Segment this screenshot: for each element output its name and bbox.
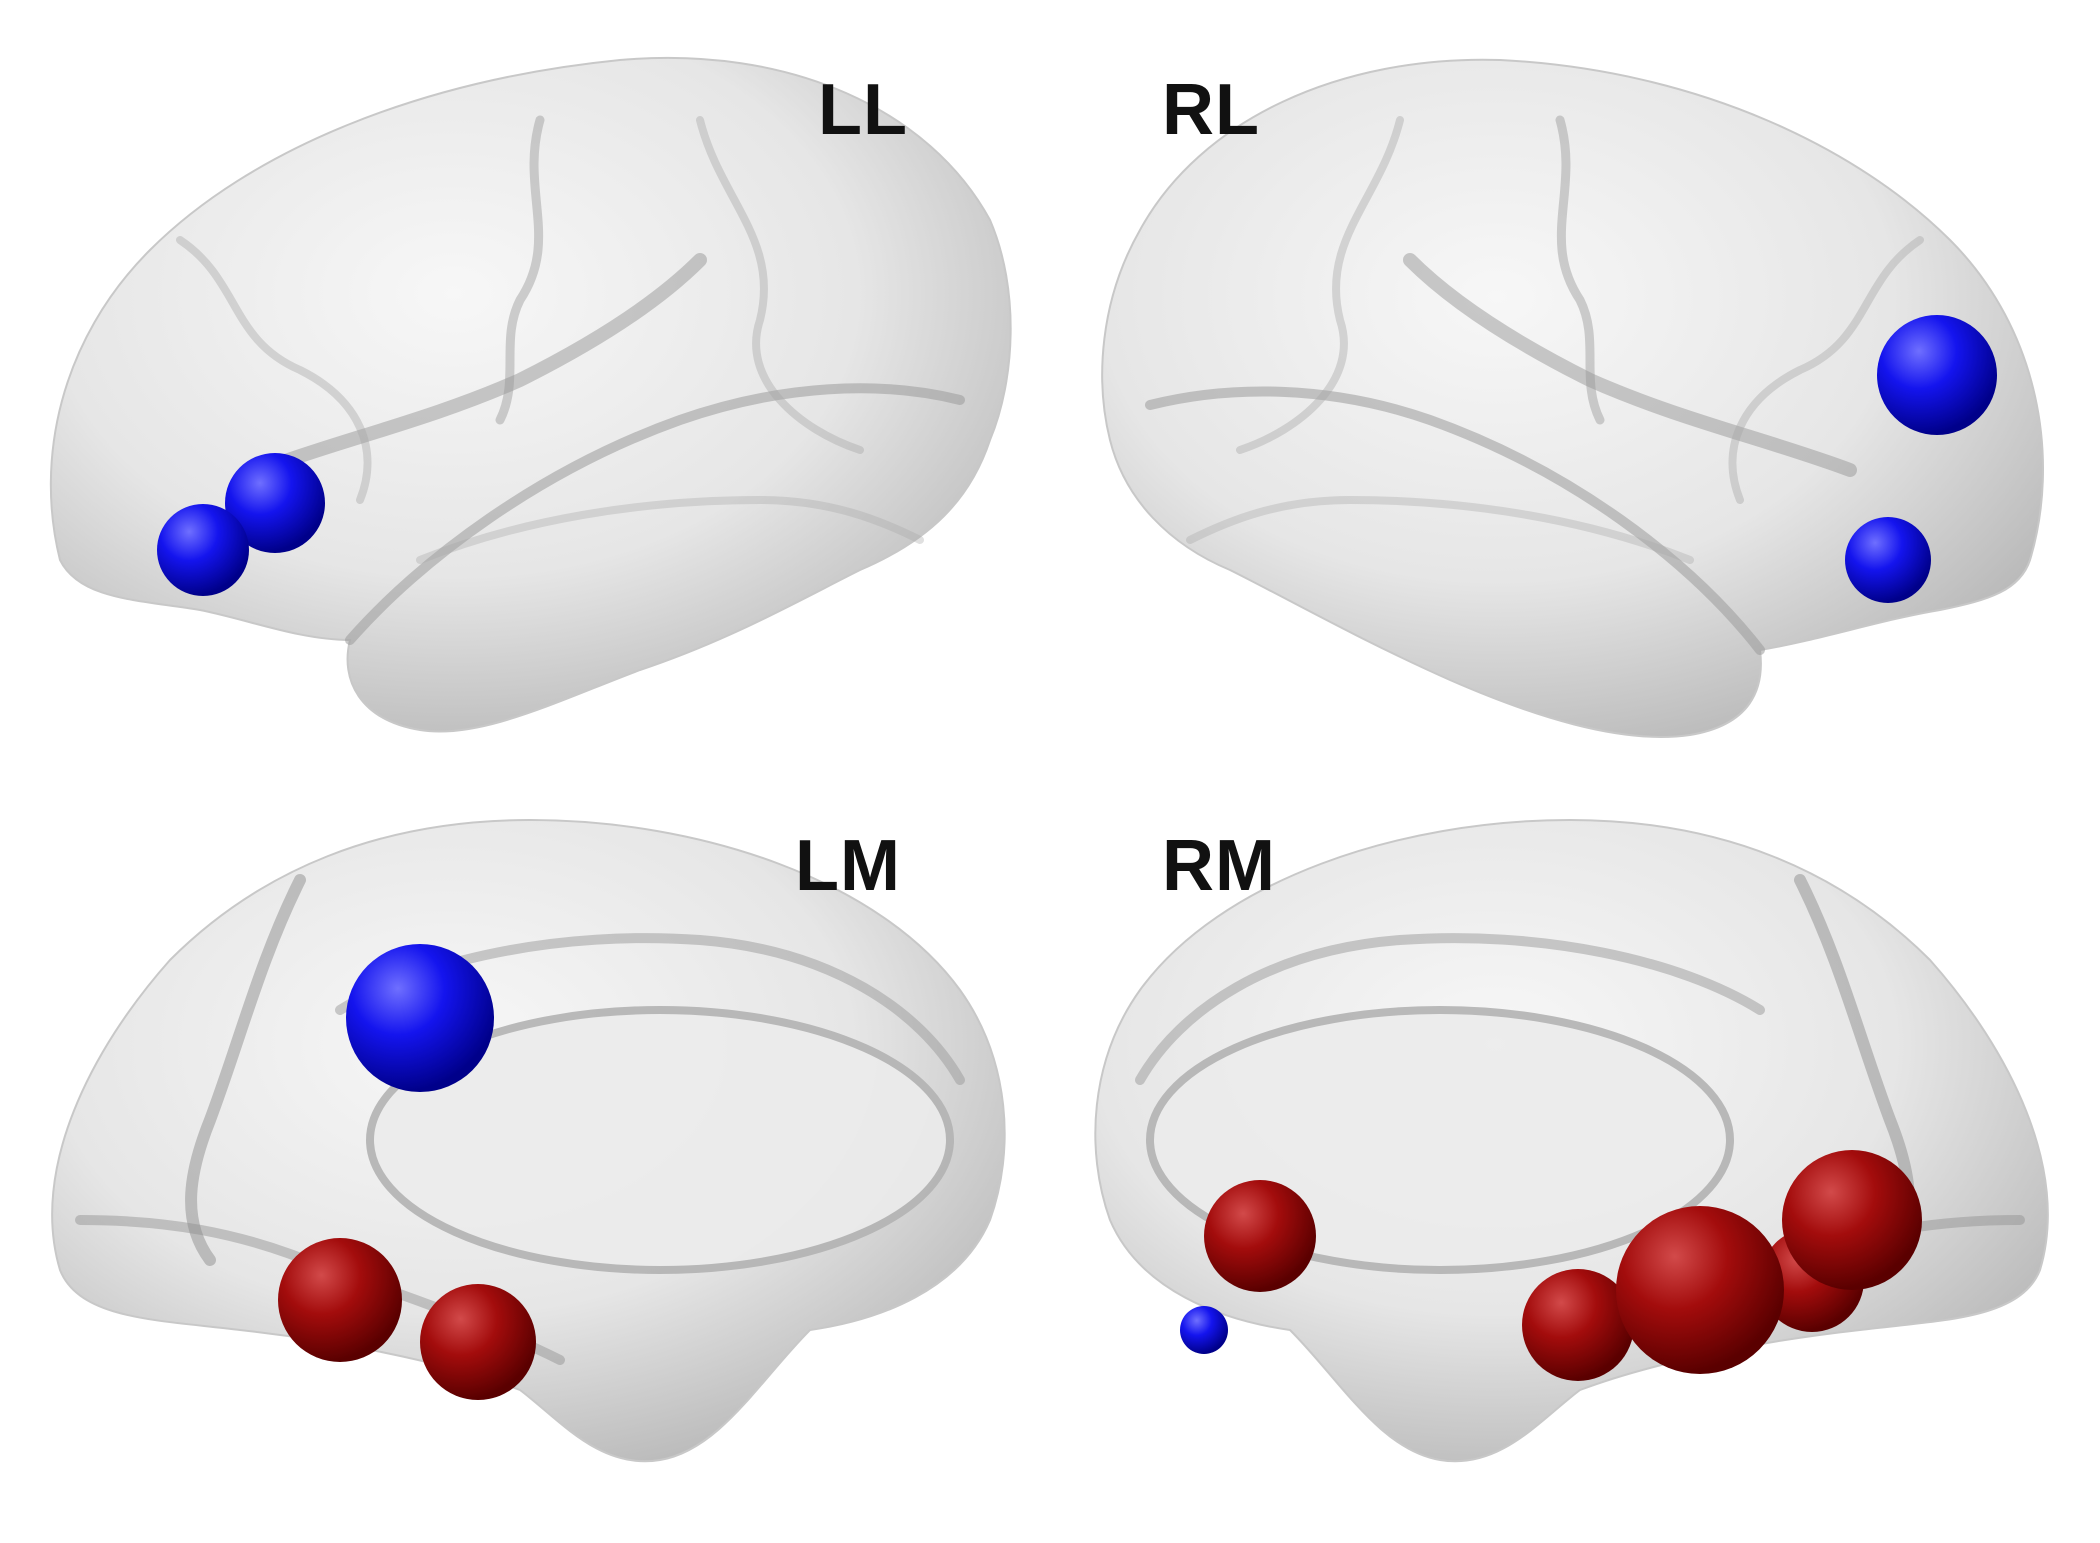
node-blue-rl-1 [1877,315,1997,435]
sylvian-fissure-left [253,253,707,477]
gyrus-line-right-1 [1728,236,1924,504]
gyrus-line-left-2 [696,116,864,454]
temporal-lobe-left [345,383,965,645]
node-red-rm-5 [1782,1150,1922,1290]
central-sulcus-right [1555,115,1605,425]
view-label-lm: LM [795,826,901,906]
temporal-lobe-right [1145,386,1765,655]
node-blue-ll-1 [225,453,325,553]
node-red-rm-1 [1204,1180,1316,1292]
node-red-rm-2 [1522,1269,1634,1381]
parieto-occipital-sulcus-left [185,874,306,1266]
brain-left-medial [51,818,1006,1463]
cingulate-sulcus-right [1135,933,1765,1085]
gyrus-line-right-3 [1186,495,1694,564]
brain-left-lateral [49,56,1012,733]
node-blue-rl-2 [1845,517,1931,603]
view-label-rm: RM [1162,826,1276,906]
node-red-lm-1 [278,1238,402,1362]
view-label-rl: RL [1162,70,1260,150]
corpus-callosum-left [366,1006,954,1274]
sylvian-fissure-right [1403,253,1857,477]
gyrus-line-left-1 [176,236,372,504]
node-blue-rm-1 [1180,1306,1228,1354]
node-blue-ll-2 [157,504,249,596]
node-blue-lm-1 [346,944,494,1092]
brain-right-medial [1094,818,2049,1463]
node-red-lm-2 [420,1284,536,1400]
node-red-rm-4 [1616,1206,1784,1374]
central-sulcus-left [495,115,545,425]
gyrus-line-right-2 [1236,116,1404,454]
view-label-ll: LL [818,70,908,150]
gyrus-line-left-3 [416,495,924,564]
brain-right-lateral [1101,58,2044,738]
